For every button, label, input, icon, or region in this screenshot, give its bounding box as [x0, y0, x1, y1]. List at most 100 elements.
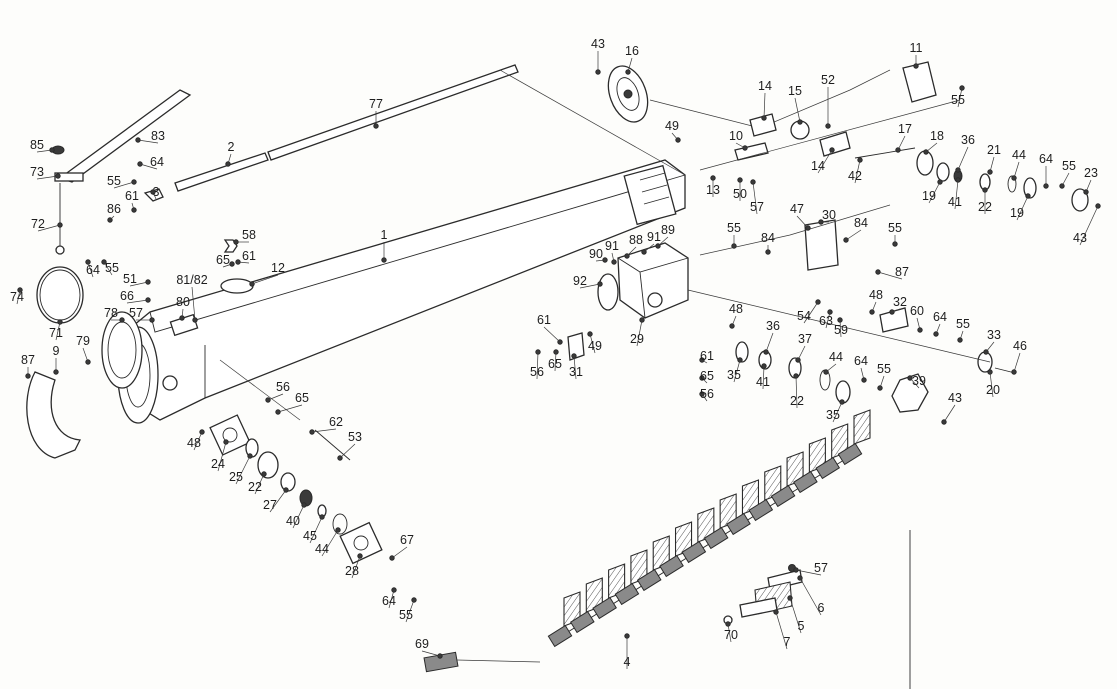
- leader-lines: [16, 51, 1099, 669]
- leader-c-74: [16, 289, 21, 305]
- callout-c-61c: 61: [537, 313, 551, 327]
- leader-c-32: [891, 308, 901, 313]
- leader-c-17: [897, 135, 906, 151]
- callout-c-62: 62: [329, 415, 343, 429]
- leader-c-40: [292, 504, 305, 529]
- callout-c-64d: 64: [933, 310, 947, 324]
- housing-head-plate: [623, 164, 677, 226]
- circlip-44-head: [1007, 175, 1017, 193]
- callout-c-14a: 14: [758, 79, 772, 93]
- chain-link: [614, 582, 640, 606]
- leader-c-71: [55, 321, 61, 341]
- callout-c-41a: 41: [948, 195, 962, 209]
- leader-c-55i: [405, 599, 415, 623]
- leader-c-57a: [752, 181, 758, 215]
- callout-c-70: 70: [724, 628, 738, 642]
- leader-c-29: [636, 319, 643, 347]
- leader-c-56a: [536, 351, 539, 380]
- gearbox-29-boss: [647, 292, 663, 308]
- callout-c-89: 89: [661, 223, 675, 237]
- callout-c-32: 32: [893, 295, 907, 309]
- callout-c-65c: 65: [700, 369, 714, 383]
- strip-guide-line: [499, 69, 686, 176]
- leader-c-19b: [1016, 195, 1029, 221]
- leader-c-44c: [321, 529, 339, 557]
- flange-28-hole: [353, 535, 369, 551]
- callout-c-65b: 65: [548, 357, 562, 371]
- callout-c-28: 28: [345, 564, 359, 578]
- leader-c-5: [789, 597, 802, 634]
- leader-c-63: [825, 311, 831, 329]
- callout-c-64a: 64: [1039, 152, 1053, 166]
- leader-c-64d: [935, 323, 941, 335]
- leader-c-55h: [879, 375, 885, 389]
- callout-c-11: 11: [910, 41, 923, 55]
- elevator-chain: [547, 409, 871, 648]
- callout-c-57c: 57: [814, 561, 828, 575]
- callout-c-88: 88: [629, 233, 643, 247]
- callout-c-43a: 43: [591, 37, 605, 51]
- chain-link: [592, 596, 617, 620]
- leader-c-62: [311, 428, 337, 433]
- callout-c-61d: 61: [700, 349, 714, 363]
- band-clamps: [26, 266, 143, 459]
- callout-c-30: 30: [822, 208, 836, 222]
- callout-c-91b: 91: [647, 230, 661, 244]
- handwheel-16-inner: [616, 77, 640, 111]
- callout-c-49b: 49: [588, 339, 602, 353]
- bearing-19a: [936, 162, 950, 182]
- callout-c-31: 31: [569, 365, 583, 379]
- gearbox-axis-line: [687, 289, 991, 363]
- leader-c-43b: [1079, 205, 1099, 246]
- chain-link: [681, 540, 707, 564]
- bracket-11: [902, 61, 937, 103]
- chain-link: [569, 610, 595, 634]
- leader-c-55g: [959, 330, 964, 341]
- callout-c-46: 46: [1013, 339, 1027, 353]
- leader-c-85: [36, 149, 53, 153]
- callout-c-71: 71: [49, 326, 63, 340]
- leader-c-91b: [643, 243, 655, 253]
- callout-c-55h: 55: [877, 362, 891, 376]
- cover-strips: [174, 64, 686, 192]
- callout-c-57a: 57: [750, 200, 764, 214]
- callout-c-4: 4: [624, 655, 631, 669]
- flange-18: [916, 150, 934, 176]
- leader-c-20: [989, 371, 994, 398]
- leader-c-69: [421, 650, 441, 657]
- leader-c-73: [36, 175, 59, 180]
- stay-rod-eye: [55, 245, 65, 255]
- cover-strip-77: [267, 64, 519, 161]
- leader-c-57c: [795, 569, 822, 576]
- callout-c-59: 59: [834, 323, 848, 337]
- callout-c-85: 85: [30, 138, 44, 152]
- chain-link: [636, 568, 662, 592]
- head-slot-1: [639, 172, 666, 181]
- leader-c-24: [217, 441, 227, 472]
- callout-c-55c: 55: [107, 174, 121, 188]
- leader-c-12: [251, 274, 279, 285]
- callout-c-65a: 65: [216, 253, 230, 267]
- callout-c-42: 42: [848, 169, 862, 183]
- tail-axis-line: [219, 359, 301, 421]
- leader-c-53: [339, 443, 356, 459]
- callout-c-53: 53: [348, 430, 362, 444]
- leader-c-27: [269, 489, 287, 513]
- leader-c-72: [37, 224, 61, 232]
- callout-c-56c: 56: [700, 387, 714, 401]
- callout-c-15: 15: [788, 84, 802, 98]
- leader-c-19a: [928, 181, 941, 204]
- stay-plate-73: [54, 172, 84, 182]
- fasteners: [17, 63, 1101, 659]
- chain-link: [726, 512, 751, 536]
- leader-c-48a: [871, 301, 877, 313]
- callout-c-80: 80: [176, 295, 190, 309]
- leader-c-92: [579, 283, 601, 289]
- callout-c-55g: 55: [956, 317, 970, 331]
- leader-c-55b: [1061, 172, 1070, 187]
- callout-c-81-82: 81/82: [176, 273, 207, 287]
- callout-c-36a: 36: [961, 133, 975, 147]
- callout-c-16: 16: [625, 44, 639, 58]
